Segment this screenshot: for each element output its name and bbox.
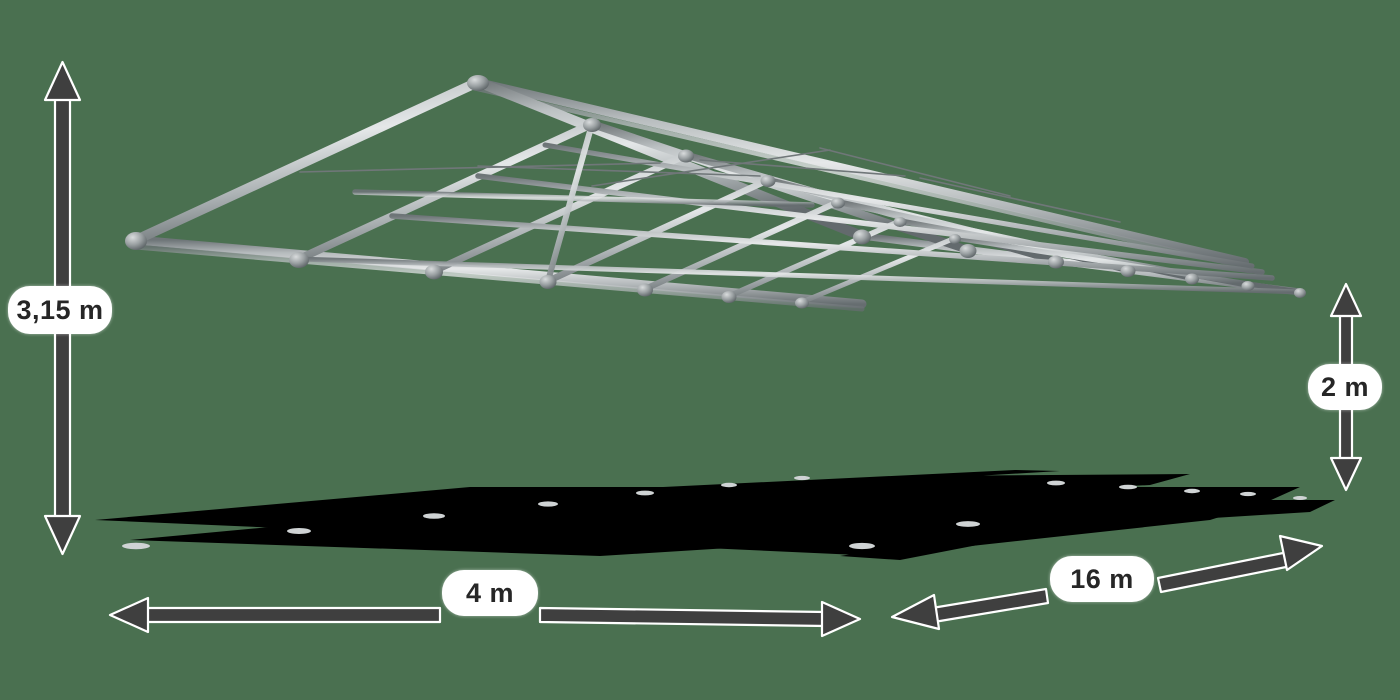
back-legs-wide <box>857 231 973 550</box>
dimension-label-width: 4 m <box>442 570 538 616</box>
length-dimension-arrow <box>890 534 1324 631</box>
width-dimension-arrow <box>108 596 862 638</box>
dimension-label-ridge-height: 3,15 m <box>8 286 112 334</box>
interior-gable <box>545 121 595 284</box>
tension-wires <box>299 147 1121 223</box>
tent-frame-structure <box>122 75 1307 550</box>
front-legs-far <box>641 285 806 496</box>
front-eave-beam-2 <box>133 244 865 312</box>
roof-tie-bars <box>211 80 815 208</box>
ridge-beam-lower <box>475 86 1248 270</box>
leg-base-plates <box>122 475 1307 550</box>
dimension-label-eave-height: 2 m <box>1308 364 1382 410</box>
dimension-label-length: 16 m <box>1050 556 1154 602</box>
back-legs <box>1052 257 1304 501</box>
frame-joints <box>125 75 1306 309</box>
front-legs <box>131 235 553 550</box>
ground-shadows <box>95 470 1335 560</box>
dimension-arrows <box>43 60 1363 638</box>
